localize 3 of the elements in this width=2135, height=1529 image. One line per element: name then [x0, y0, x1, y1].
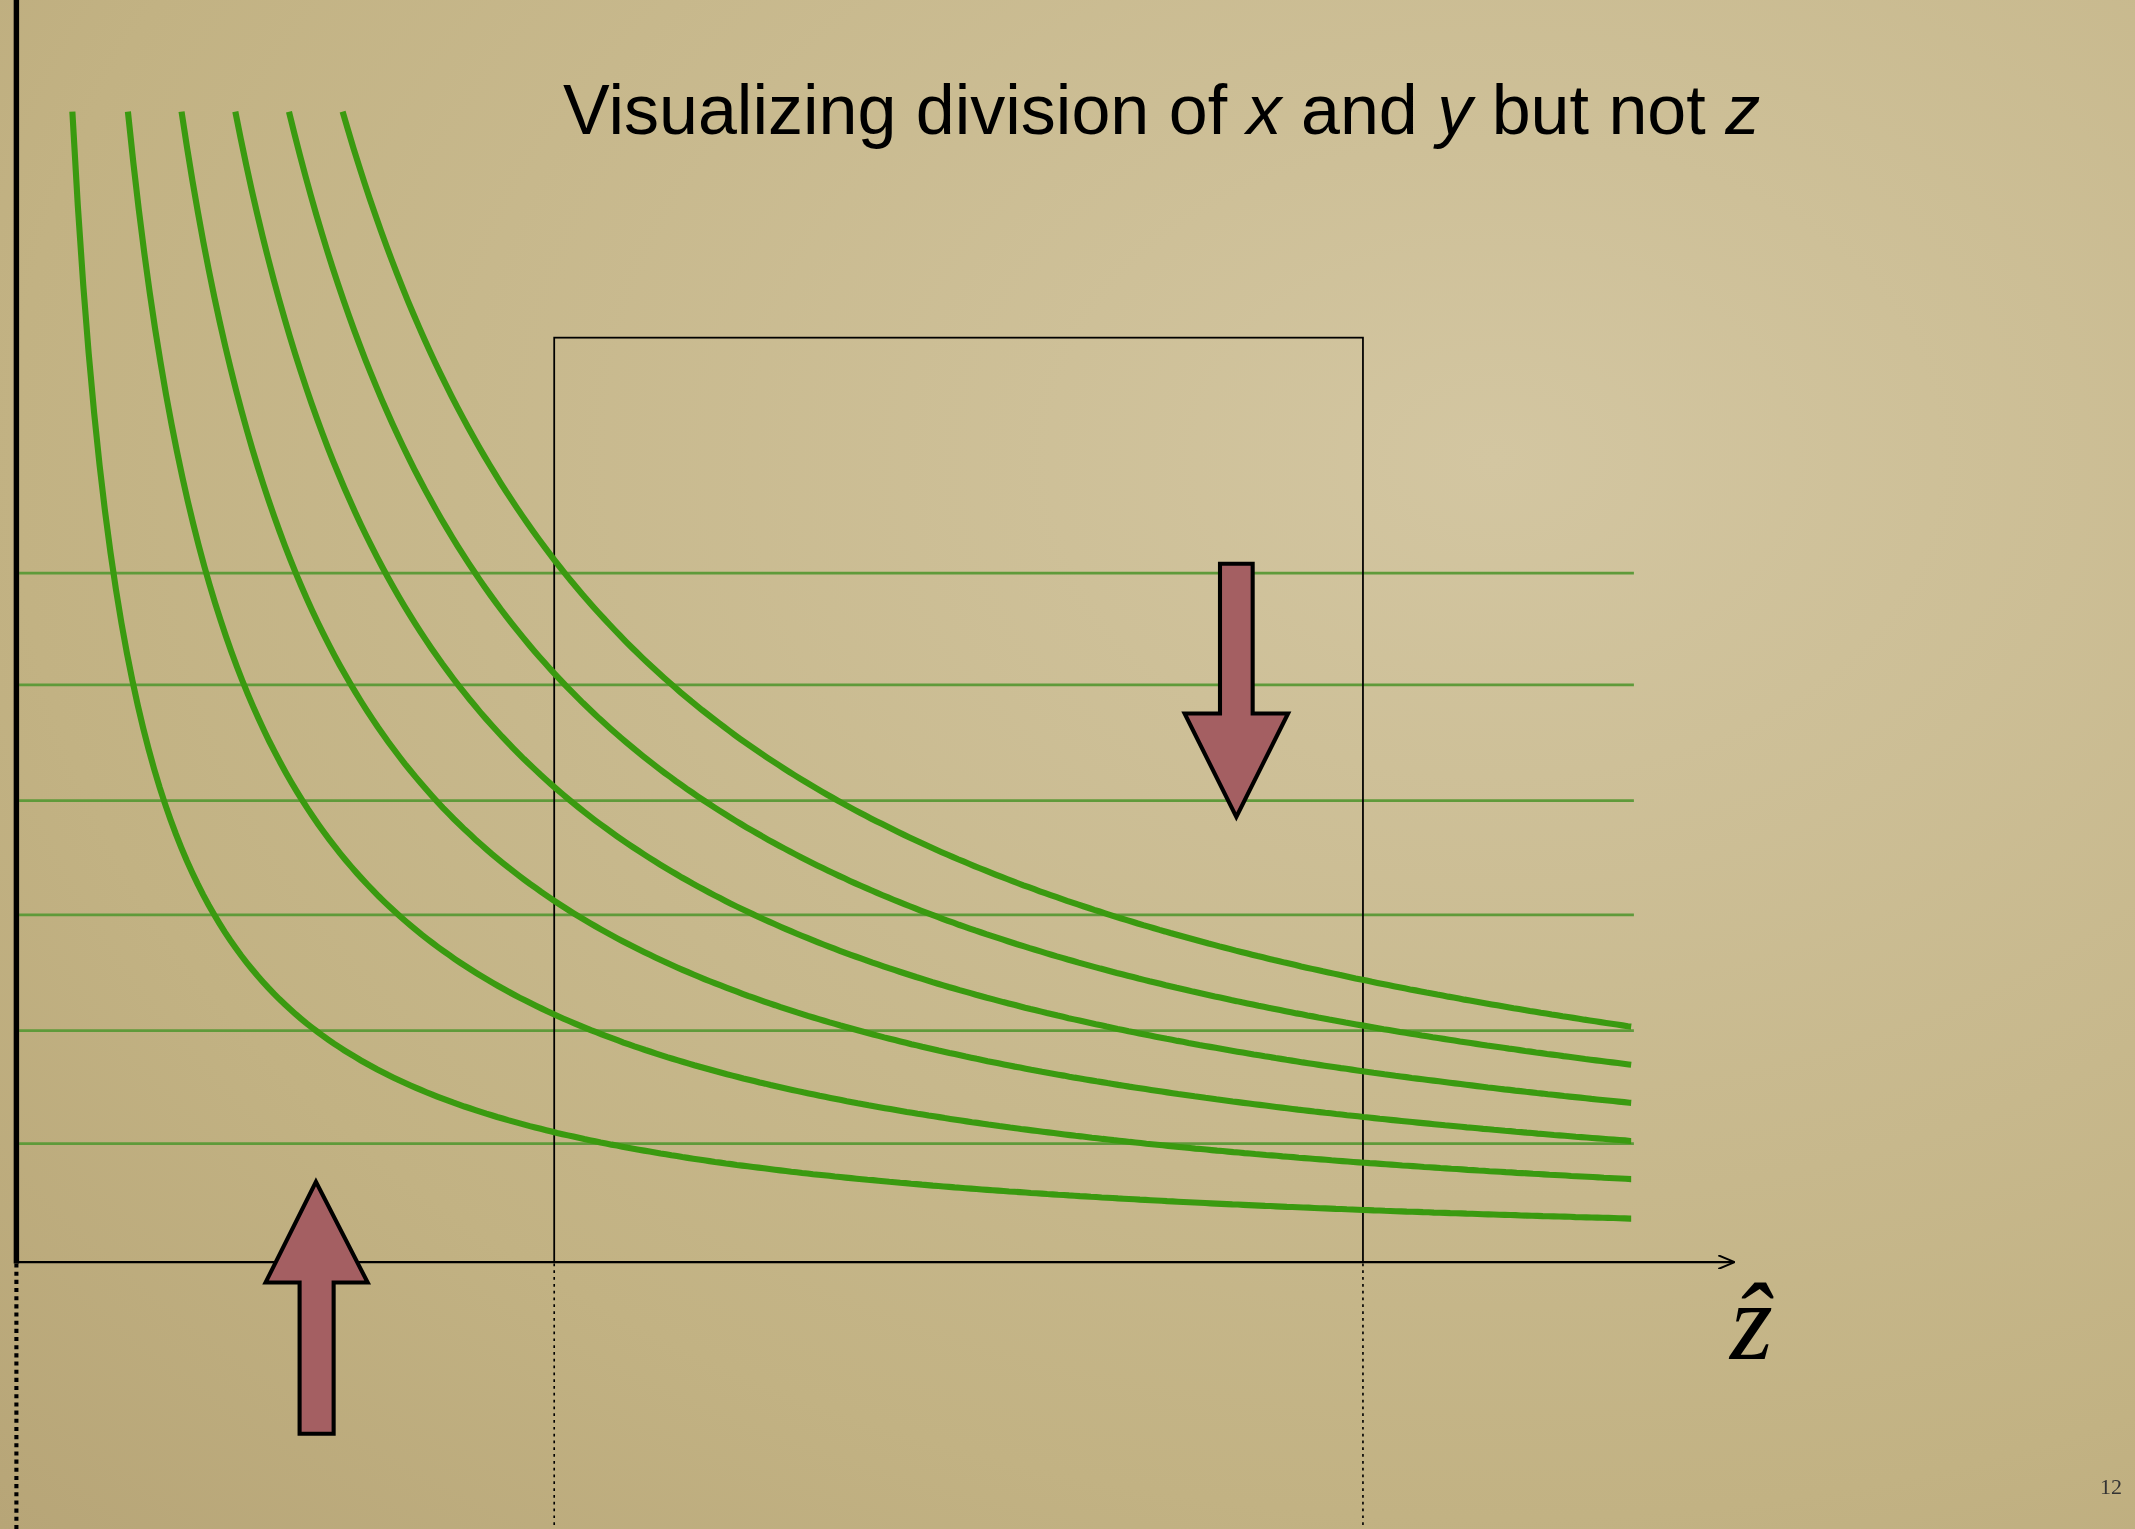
slide-title: Visualizing division of x and y but not z — [563, 72, 1761, 149]
axis-label: ẑ — [1730, 1262, 1773, 1383]
page-number: 12 — [2100, 1474, 2122, 1500]
